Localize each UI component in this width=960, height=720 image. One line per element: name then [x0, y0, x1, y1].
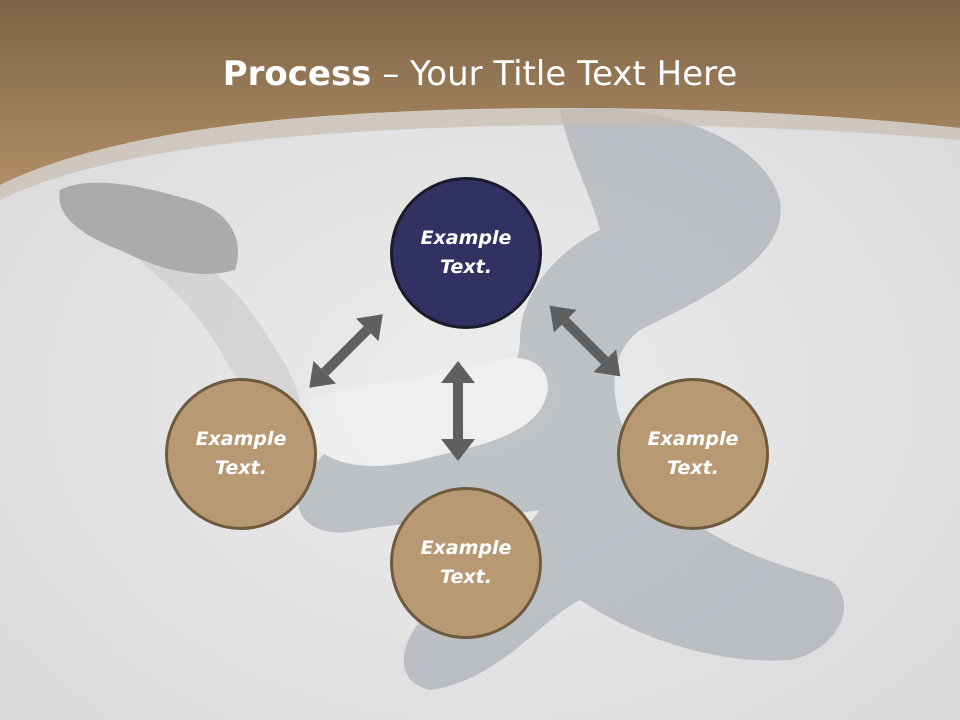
- title-rest: – Your Title Text Here: [371, 54, 738, 94]
- title-bold: Process: [222, 54, 372, 94]
- node-bottom-label: Example Text.: [420, 537, 512, 588]
- node-right: Example Text.: [617, 378, 769, 530]
- arrow-top-left-diagonal: [309, 314, 383, 388]
- header-band: [0, 0, 960, 185]
- node-bottom: Example Text.: [390, 487, 542, 639]
- node-top: Example Text.: [390, 177, 542, 329]
- node-top-label: Example Text.: [420, 227, 512, 278]
- node-left-label: Example Text.: [195, 428, 287, 479]
- header-swoosh: [0, 107, 960, 200]
- dancer-photo: [59, 108, 845, 690]
- arrow-vertical: [441, 361, 475, 461]
- arrow-top-right-diagonal: [549, 305, 621, 377]
- node-left: Example Text.: [165, 378, 317, 530]
- slide-title: Process – Your Title Text Here: [0, 52, 960, 96]
- node-right-label: Example Text.: [647, 428, 739, 479]
